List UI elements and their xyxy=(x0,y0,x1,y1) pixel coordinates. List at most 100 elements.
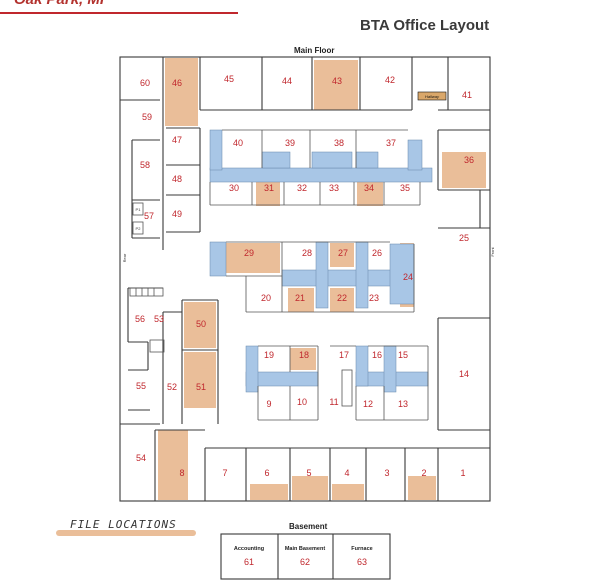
room-number: 25 xyxy=(459,233,469,243)
room-number: 3 xyxy=(384,468,389,478)
desk-clusters xyxy=(209,129,433,393)
room-number: 29 xyxy=(244,248,254,258)
room-number: 32 xyxy=(297,183,307,193)
desk-block-d xyxy=(355,151,379,169)
closet-label-p2: P2 xyxy=(136,226,142,231)
basement-title: Basement xyxy=(289,522,328,531)
room-number: 42 xyxy=(385,75,395,85)
room-number: 40 xyxy=(233,138,243,148)
room-number: 47 xyxy=(172,135,182,145)
file-legend-swatch xyxy=(56,530,196,536)
room-number: 5 xyxy=(306,468,311,478)
file-location-highlight xyxy=(184,302,216,348)
room-number: 56 xyxy=(135,314,145,324)
room-number: 33 xyxy=(329,183,339,193)
room-number: 17 xyxy=(339,350,349,360)
basement-room-name: Main Basement xyxy=(285,546,326,552)
room-number: 52 xyxy=(167,382,177,392)
room-number: 12 xyxy=(363,399,373,409)
room-number: 9 xyxy=(266,399,271,409)
file-location-highlight xyxy=(442,152,486,188)
room-number: 48 xyxy=(172,174,182,184)
room-number: 13 xyxy=(398,399,408,409)
room-number: 60 xyxy=(140,78,150,88)
room-number: 2 xyxy=(421,468,426,478)
room-number: 31 xyxy=(264,183,274,193)
room-number: 58 xyxy=(140,160,150,170)
room-number: 1 xyxy=(460,468,465,478)
file-location-highlight xyxy=(330,243,354,267)
hallway-tag xyxy=(417,91,447,101)
location-text: Oak Park, MI xyxy=(14,0,104,8)
desk-block-i xyxy=(389,243,415,305)
room-number: 53 xyxy=(154,314,164,324)
file-legend-label: FILE LOCATIONS xyxy=(70,518,177,531)
file-location-highlight xyxy=(165,58,198,126)
room-number: 7 xyxy=(222,468,227,478)
desk-row-mid xyxy=(281,269,401,287)
room-number: 6 xyxy=(264,468,269,478)
hallway-label: Hallway xyxy=(425,94,440,99)
basement-room-number: 62 xyxy=(300,557,310,567)
file-location-highlight xyxy=(256,182,280,206)
room-number: 16 xyxy=(372,350,382,360)
room-number: 35 xyxy=(400,183,410,193)
basement-room-number: 63 xyxy=(357,557,367,567)
desk-block-g xyxy=(315,241,329,309)
file-location-highlight xyxy=(288,288,314,312)
basement-outline xyxy=(220,533,391,580)
rear-label: Rear xyxy=(122,253,127,262)
page-title: BTA Office Layout xyxy=(360,17,490,34)
room-number: 20 xyxy=(261,293,271,303)
room-number: 41 xyxy=(462,90,472,100)
room-number: 11 xyxy=(329,397,338,407)
header-rule xyxy=(0,12,238,14)
main-floor-title: Main Floor xyxy=(294,46,335,55)
desk-block-a xyxy=(209,129,223,171)
desk-block-e xyxy=(407,139,423,171)
file-location-highlight xyxy=(158,430,188,500)
room-number: 37 xyxy=(386,138,396,148)
room-number: 21 xyxy=(295,293,305,303)
room-number: 24 xyxy=(403,272,413,282)
file-location-highlight xyxy=(408,476,436,500)
room-number: 19 xyxy=(264,350,274,360)
room-number: 26 xyxy=(372,248,382,258)
room-number: 46 xyxy=(172,78,182,88)
room-number: 14 xyxy=(459,369,469,379)
room-number: 27 xyxy=(338,248,348,258)
basement-room-number: 61 xyxy=(244,557,254,567)
file-location-highlight xyxy=(290,348,316,370)
closet-label-p1: P1 xyxy=(136,207,142,212)
room-number: 44 xyxy=(282,76,292,86)
room-number: 55 xyxy=(136,381,146,391)
desk-block-m xyxy=(355,345,369,387)
file-location-highlight xyxy=(184,352,216,408)
room-number: 36 xyxy=(464,155,474,165)
basement-room-name: Accounting xyxy=(234,546,264,552)
room-number: 15 xyxy=(398,350,408,360)
room-number: 38 xyxy=(334,138,344,148)
room-number: 54 xyxy=(136,453,146,463)
desk-block-f xyxy=(209,241,227,277)
room-number: 28 xyxy=(302,248,312,258)
room-number: 50 xyxy=(196,319,206,329)
room-number: 43 xyxy=(332,76,342,86)
room-number: 45 xyxy=(224,74,234,84)
basement-room-name: Furnace xyxy=(351,546,372,552)
file-location-highlight xyxy=(224,243,280,273)
desk-block-l xyxy=(383,345,397,393)
room-number: 34 xyxy=(364,183,374,193)
front-label: Front xyxy=(490,246,495,256)
room-number: 8 xyxy=(179,468,184,478)
desk-row-top xyxy=(209,167,433,183)
file-location-highlight xyxy=(330,288,354,312)
room-number: 22 xyxy=(337,293,347,303)
room-number: 57 xyxy=(144,211,154,221)
desk-block-h xyxy=(355,241,369,309)
walls xyxy=(119,56,491,580)
outer-wall xyxy=(119,56,491,502)
